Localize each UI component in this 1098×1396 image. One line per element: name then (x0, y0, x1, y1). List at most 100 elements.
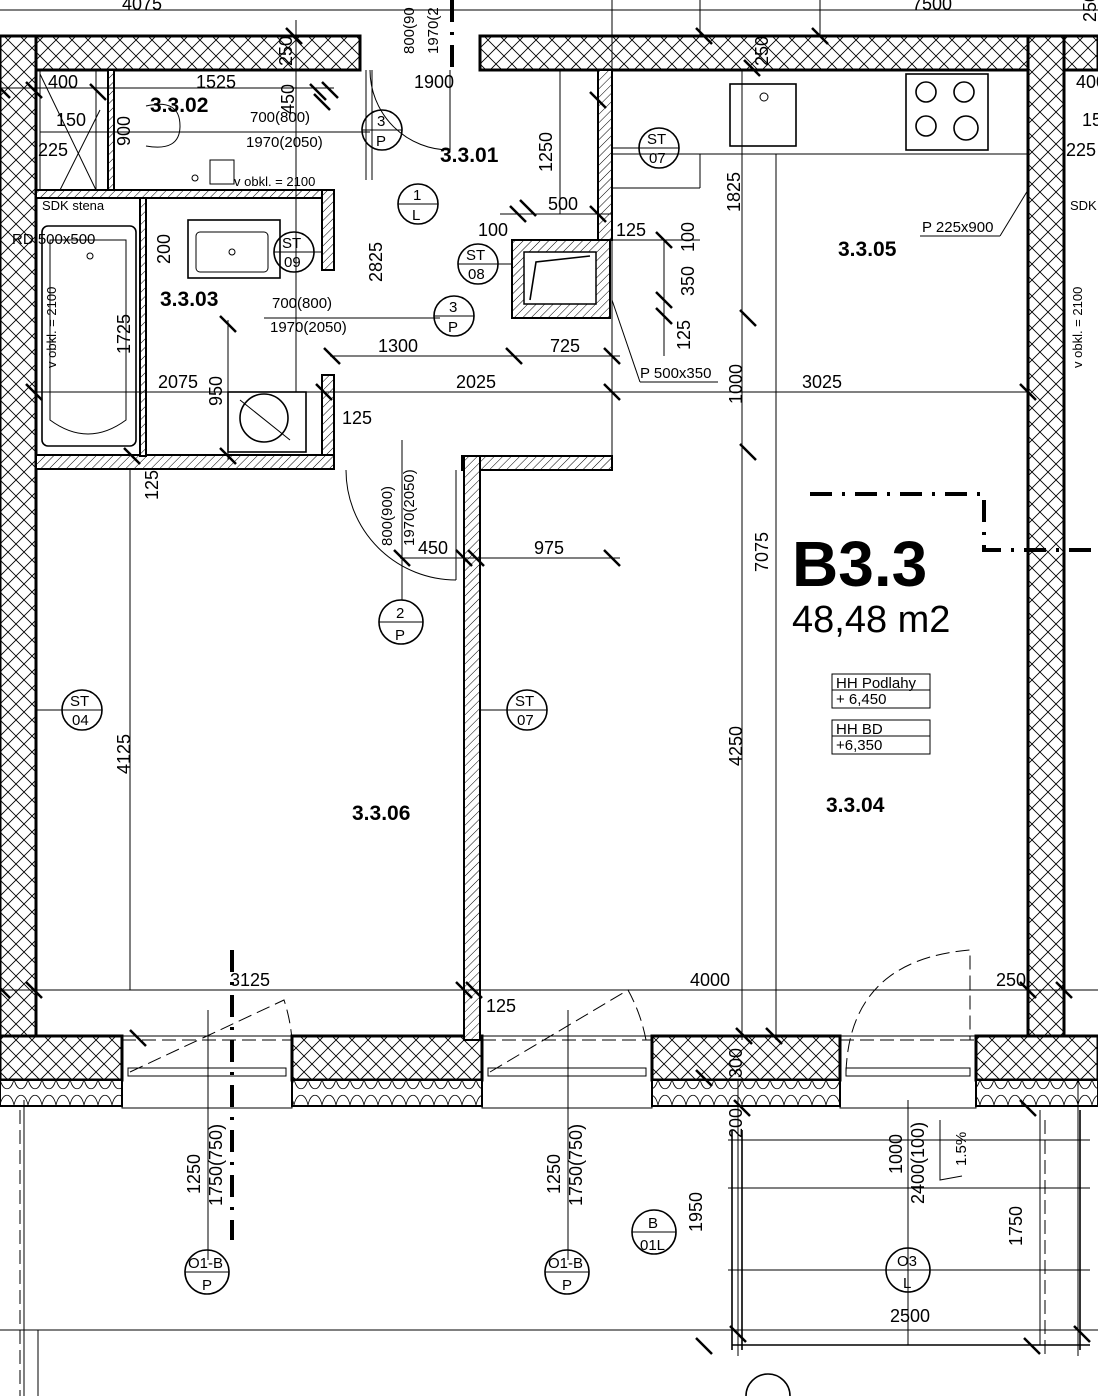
dim-900: 900 (114, 116, 134, 146)
dim-top-right: 7500 (912, 0, 952, 14)
door-302-height: 1970(2050) (246, 134, 323, 151)
dim-1250: 1250 (536, 132, 556, 172)
dim-1725: 1725 (114, 314, 134, 354)
dim-125c: 125 (342, 408, 372, 428)
annotations: 700(800) 1970(2050) 700(800) 1970(2050) … (12, 7, 1097, 546)
room-3303-label: 3.3.03 (160, 288, 218, 311)
dim-1825: 1825 (724, 172, 744, 212)
outer-walls (0, 34, 1098, 1107)
tag-st04: ST 04 (36, 689, 103, 731)
tag-markers: ST 07 ST 08 ST 09 ST 04 ST 07 (36, 109, 931, 1396)
svg-text:07: 07 (517, 712, 534, 729)
dim-15-right: 15 (1082, 110, 1098, 130)
interior-walls (35, 69, 613, 1041)
dim-450b: 450 (418, 538, 448, 558)
tile-height-right: v obkl. = 2100 (1070, 287, 1085, 368)
tile-height-303: v obkl. = 2100 (44, 287, 59, 368)
dim-4125: 4125 (114, 734, 134, 774)
door-303-height: 1970(2050) (270, 319, 347, 336)
dim-200: 200 (154, 234, 174, 264)
dim-2500: 2500 (890, 1306, 930, 1326)
dim-1750b: 1750(750) (566, 1124, 586, 1206)
bd-level-label: HH BD (836, 721, 883, 738)
tag-window-o1b-b: O1-B P (544, 1249, 590, 1295)
dim-725: 725 (550, 336, 580, 356)
svg-text:P: P (562, 1277, 572, 1294)
unit-name: B3.3 (792, 528, 927, 600)
dim-1250c: 1250 (544, 1154, 564, 1194)
dim-2825: 2825 (366, 242, 386, 282)
floor-level-label: HH Podlahy (836, 675, 917, 692)
dim-950: 950 (206, 376, 226, 406)
dim-125: 125 (616, 220, 646, 240)
dim-4000: 4000 (690, 970, 730, 990)
svg-text:L: L (412, 207, 420, 224)
room-3305-label: 3.3.05 (838, 238, 897, 261)
door-302-width: 700(800) (250, 109, 310, 126)
svg-text:O1-B: O1-B (188, 1255, 223, 1272)
door-entry-height: 1970(2 (425, 7, 442, 54)
dim-1250b: 1250 (184, 1154, 204, 1194)
dim-500: 500 (548, 194, 578, 214)
svg-text:P: P (395, 627, 405, 644)
dim-150: 150 (56, 110, 86, 130)
svg-text:O1-B: O1-B (548, 1255, 583, 1272)
tag-window-o1b-a: O1-B P (184, 1249, 230, 1295)
dim-1000b: 1000 (886, 1134, 906, 1174)
dim-350: 350 (678, 266, 698, 296)
svg-text:3: 3 (377, 113, 385, 130)
bd-level-value: +6,350 (836, 737, 882, 754)
unit-info: B3.3 48,48 m2 HH Podlahy + 6,450 HH BD +… (792, 528, 950, 755)
tag-st08: ST 08 (457, 243, 512, 285)
dim-100: 100 (478, 220, 508, 240)
svg-text:04: 04 (72, 712, 89, 729)
tag-st07-kitchen: ST 07 (612, 127, 680, 169)
tag-balcony-b01l: B 01L (631, 1209, 677, 1255)
dimension-ticks (0, 27, 1091, 1355)
svg-text:1: 1 (413, 187, 421, 204)
dim-top-left: 4075 (122, 0, 162, 14)
tag-door-3p-b: 3 P (433, 295, 475, 337)
dim-975: 975 (534, 538, 564, 558)
svg-text:01L: 01L (640, 1237, 665, 1254)
dim-1950: 1950 (686, 1192, 706, 1232)
svg-text:B: B (648, 1215, 658, 1232)
room-3306-label: 3.3.06 (352, 802, 410, 825)
p500-label: P 500x350 (640, 365, 711, 382)
dim-1750a: 1750(750) (206, 1124, 226, 1206)
tile-height-302: v obkl. = 2100 (234, 174, 315, 189)
dim-1750c: 1750 (1006, 1206, 1026, 1246)
dim-7075: 7075 (752, 532, 772, 572)
dim-1900: 1900 (414, 72, 454, 92)
rd-label: RD 500x500 (12, 231, 95, 248)
svg-text:ST: ST (282, 235, 301, 252)
room-3302-label: 3.3.02 (150, 94, 208, 117)
dim-2025: 2025 (456, 372, 496, 392)
dim-250: 250 (276, 36, 296, 66)
dim-300: 300 (726, 1048, 746, 1078)
svg-text:2: 2 (396, 605, 404, 622)
unit-area: 48,48 m2 (792, 599, 950, 641)
svg-text:07: 07 (649, 150, 666, 167)
floor-level-value: + 6,450 (836, 691, 886, 708)
dim-2400: 2400(100) (908, 1122, 928, 1204)
dim-400-right: 400 (1076, 72, 1098, 92)
dimension-labels: 4075 7500 250 400 1525 250 450 150 900 2… (38, 0, 1098, 1326)
dim-100b: 100 (678, 222, 698, 252)
dim-3025: 3025 (802, 372, 842, 392)
door-entry-width: 800(90 (401, 7, 418, 54)
p225-label: P 225x900 (922, 219, 993, 236)
dim-1000: 1000 (726, 364, 746, 404)
tag-window-o3l: O3 L (885, 1247, 931, 1293)
door-303-width: 700(800) (272, 295, 332, 312)
svg-text:ST: ST (70, 693, 89, 710)
sdk-wall-label: SDK stena (42, 198, 105, 213)
dim-450: 450 (278, 84, 298, 114)
svg-text:O3: O3 (897, 1253, 917, 1270)
svg-text:P: P (448, 319, 458, 336)
room-3304-label: 3.3.04 (826, 794, 885, 817)
dim-225: 225 (38, 140, 68, 160)
svg-text:ST: ST (647, 131, 666, 148)
